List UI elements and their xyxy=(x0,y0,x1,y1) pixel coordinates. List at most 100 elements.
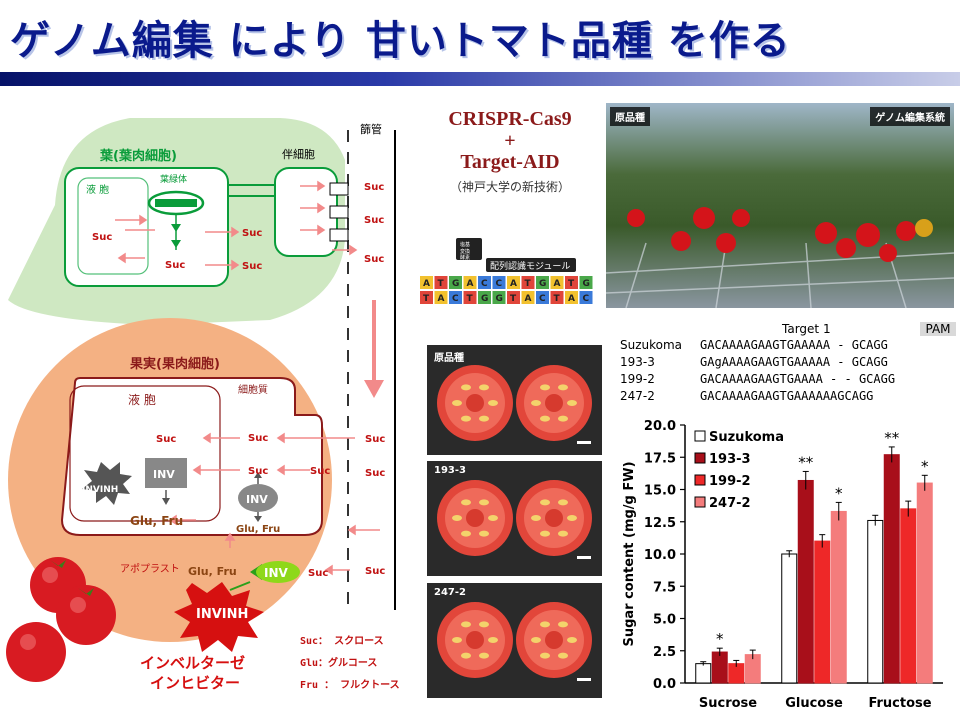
dna-base: A xyxy=(434,291,448,304)
dna-base: A xyxy=(507,276,520,289)
dna-base: A xyxy=(463,276,477,289)
dna-base: T xyxy=(550,291,564,304)
fruit-vacuole xyxy=(69,385,221,522)
glu-fru-label: Glu, Fru xyxy=(236,524,280,535)
svg-text:A: A xyxy=(467,279,474,289)
inv-label: INV xyxy=(246,493,268,506)
legend-label: 193-3 xyxy=(709,452,751,467)
suc-label: Suc xyxy=(365,468,385,479)
legend-swatch xyxy=(694,496,706,508)
dna-base: T xyxy=(434,276,448,289)
svg-text:G: G xyxy=(481,294,488,304)
fruit-cell xyxy=(60,377,323,536)
inv-apoplast xyxy=(256,561,300,583)
tomato-half-icon xyxy=(516,480,592,556)
svg-text:A: A xyxy=(510,279,517,289)
svg-text:A: A xyxy=(438,294,445,304)
svg-text:C: C xyxy=(452,294,459,304)
legend-item: Fru ： フルクトース xyxy=(300,679,400,691)
tomato-half-icon xyxy=(516,365,592,441)
tomato-half-icon xyxy=(516,602,592,678)
inhibitor-label-line2: インヒビター xyxy=(150,674,240,692)
invinh-burst-large xyxy=(174,582,264,652)
svg-text:C: C xyxy=(481,279,488,289)
svg-text:T: T xyxy=(467,294,474,304)
svg-text:G: G xyxy=(452,279,459,289)
dna-base: T xyxy=(420,291,433,304)
bar xyxy=(830,510,847,684)
plant-right-tag: ゲノム編集系統 xyxy=(870,107,950,126)
invinh-burst xyxy=(82,462,132,505)
apoplast-label: アポプラスト xyxy=(120,563,180,575)
page-title: ゲノム編集 により 甘いトマト品種 を作る xyxy=(10,18,791,64)
cytoplasm-label: 細胞質 xyxy=(238,383,268,396)
scale-bar xyxy=(577,556,591,559)
dna-base: A xyxy=(521,291,535,304)
leaf-vacuole-label: 液 胞 xyxy=(86,183,109,196)
suc-label: Suc xyxy=(310,466,330,477)
legend-item: Glu：グルコース xyxy=(300,656,377,669)
dna-base: A xyxy=(550,276,564,289)
x-tick-label: Sucrose xyxy=(699,696,757,711)
svg-text:G: G xyxy=(539,279,546,289)
suc-label: Suc xyxy=(364,182,384,193)
y-tick-label: 12.5 xyxy=(644,516,676,531)
dna-base: G xyxy=(579,276,593,289)
pam-label: PAM xyxy=(920,322,956,336)
enzyme-label: 塩基 xyxy=(460,241,470,248)
svg-text:T: T xyxy=(423,294,430,304)
invinh-label: INVINH xyxy=(196,607,248,622)
fruit-title: 果実(果肉細胞) xyxy=(129,356,220,372)
significance-mark: * xyxy=(835,484,843,502)
y-tick-label: 7.5 xyxy=(653,580,676,595)
svg-text:T: T xyxy=(525,279,532,289)
legend-label: Suzukoma xyxy=(709,430,784,445)
svg-text:A: A xyxy=(525,294,532,304)
svg-text:酵素: 酵素 xyxy=(460,254,470,261)
dna-base: G xyxy=(478,291,491,304)
dna-base: G xyxy=(449,276,462,289)
significance-mark: ** xyxy=(884,429,900,447)
fruit-tag: 原品種 xyxy=(434,353,464,364)
suc-label: Suc xyxy=(156,434,176,445)
target-label: Target 1 xyxy=(782,322,831,336)
tomato-half-icon xyxy=(437,365,513,441)
legend-swatch xyxy=(694,430,706,442)
bar xyxy=(781,553,798,684)
leaf-vacuole xyxy=(77,177,149,275)
sequence-string: GAgAAAAGAAGTGAAAAA - GCAGG xyxy=(700,355,888,369)
tech-line1: CRISPR-Cas9 xyxy=(448,108,572,130)
legend-swatch xyxy=(694,452,706,464)
tech-plus: + xyxy=(504,130,516,152)
invinh-label: INVINH xyxy=(82,485,118,495)
svg-text:G: G xyxy=(496,294,503,304)
inv-oval xyxy=(238,484,278,512)
fruit-tag: 193-3 xyxy=(434,465,466,476)
tomato-half-icon xyxy=(437,602,513,678)
svg-text:C: C xyxy=(539,294,546,304)
sequence-name: 199-2 xyxy=(620,372,655,386)
inv-label: INV xyxy=(264,566,289,580)
svg-text:C: C xyxy=(583,294,590,304)
sequence-name: 193-3 xyxy=(620,355,655,369)
dna-base: A xyxy=(565,291,578,304)
suc-label: Suc xyxy=(242,228,262,239)
bar xyxy=(814,540,831,684)
dna-base: T xyxy=(507,291,520,304)
bar xyxy=(867,519,884,684)
bar xyxy=(797,479,814,684)
y-tick-label: 20.0 xyxy=(644,419,676,434)
svg-text:A: A xyxy=(423,279,430,289)
dna-base: C xyxy=(536,291,549,304)
dna-base: T xyxy=(521,276,535,289)
bar xyxy=(711,651,728,684)
tomato-icon xyxy=(6,622,66,682)
sequence-string: GACAAAAGAAGTGAAAA - - GCAGG xyxy=(700,372,896,386)
y-tick-label: 10.0 xyxy=(644,548,676,563)
y-tick-label: 0.0 xyxy=(653,677,676,692)
dna-base: T xyxy=(463,291,477,304)
dna-base: T xyxy=(565,276,578,289)
tomato-half-icon xyxy=(437,480,513,556)
